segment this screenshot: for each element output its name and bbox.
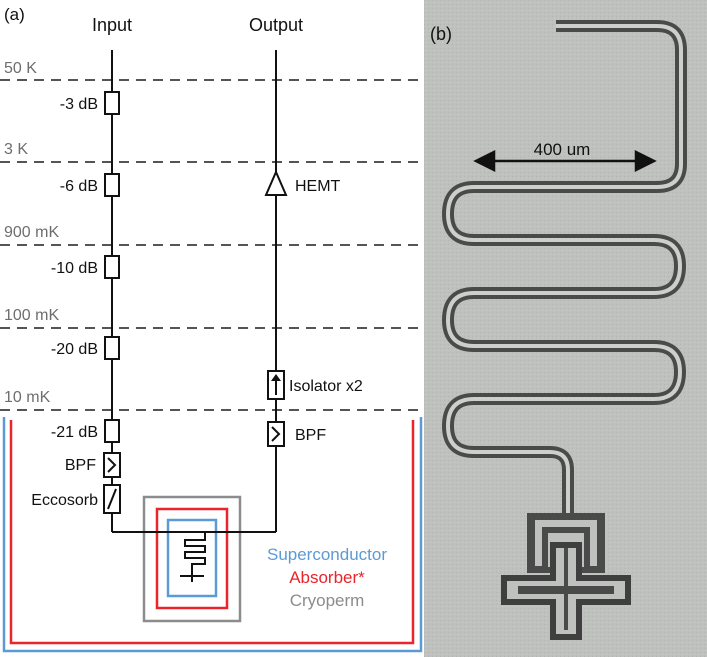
attenuation-label-3db: -3 dB	[60, 96, 98, 113]
stage-lines	[0, 79, 424, 411]
output-label: Output	[249, 15, 303, 35]
output-bpf-symbol	[267, 421, 285, 447]
superconductor-shield-outer	[2, 417, 423, 653]
eccosorb-filter-symbol	[103, 484, 121, 514]
superconductor-shield-inner	[166, 518, 218, 598]
input-label: Input	[92, 15, 132, 35]
legend-cryoperm: Cryoperm	[290, 591, 365, 610]
scale-bar	[473, 149, 657, 173]
temp-label-10mk: 10 mK	[4, 389, 51, 406]
absorber-shield-inner	[155, 507, 229, 610]
panel-a-letter: (a)	[4, 5, 25, 24]
legend-superconductor: Superconductor	[267, 545, 387, 564]
cross-structure	[501, 542, 631, 640]
attenuation-label-6db: -6 dB	[60, 178, 98, 195]
temp-label-900mk: 900 mK	[4, 224, 59, 241]
scale-bar-label: 400 um	[534, 140, 591, 159]
isolator-label: Isolator x2	[289, 378, 363, 395]
legend-absorber: Absorber*	[289, 568, 365, 587]
input-bpf-symbol	[103, 452, 121, 478]
wiring-diagram: (a) Input Output 50 K 3 K 900 mK 100 mK …	[0, 5, 424, 653]
isolator-symbol	[267, 370, 285, 400]
attenuation-label-20db: -20 dB	[51, 341, 98, 358]
input-bpf-label: BPF	[65, 457, 96, 474]
output-bpf-label: BPF	[295, 427, 326, 444]
temp-label-3k: 3 K	[4, 141, 28, 158]
absorber-shield-outer	[9, 420, 415, 645]
attenuator-21db	[104, 419, 120, 443]
eccosorb-label: Eccosorb	[31, 492, 98, 509]
hemt-label: HEMT	[295, 178, 341, 195]
attenuation-label-21db: -21 dB	[51, 424, 98, 441]
meander-line	[442, 20, 687, 524]
temp-label-100mk: 100 mK	[4, 307, 59, 324]
panel-b-letter: (b)	[430, 24, 452, 44]
attenuation-label-10db: -10 dB	[51, 260, 98, 277]
hemt-amplifier-symbol	[264, 169, 288, 196]
cryoperm-shield	[142, 495, 242, 623]
attenuator-6db	[104, 173, 120, 197]
resonator-device-symbol	[180, 531, 206, 582]
attenuator-3db	[104, 91, 120, 115]
resonator-micrograph: 400 um (b)	[424, 0, 707, 657]
attenuator-10db	[104, 255, 120, 279]
temp-label-50k: 50 K	[4, 60, 37, 77]
attenuator-20db	[104, 336, 120, 360]
